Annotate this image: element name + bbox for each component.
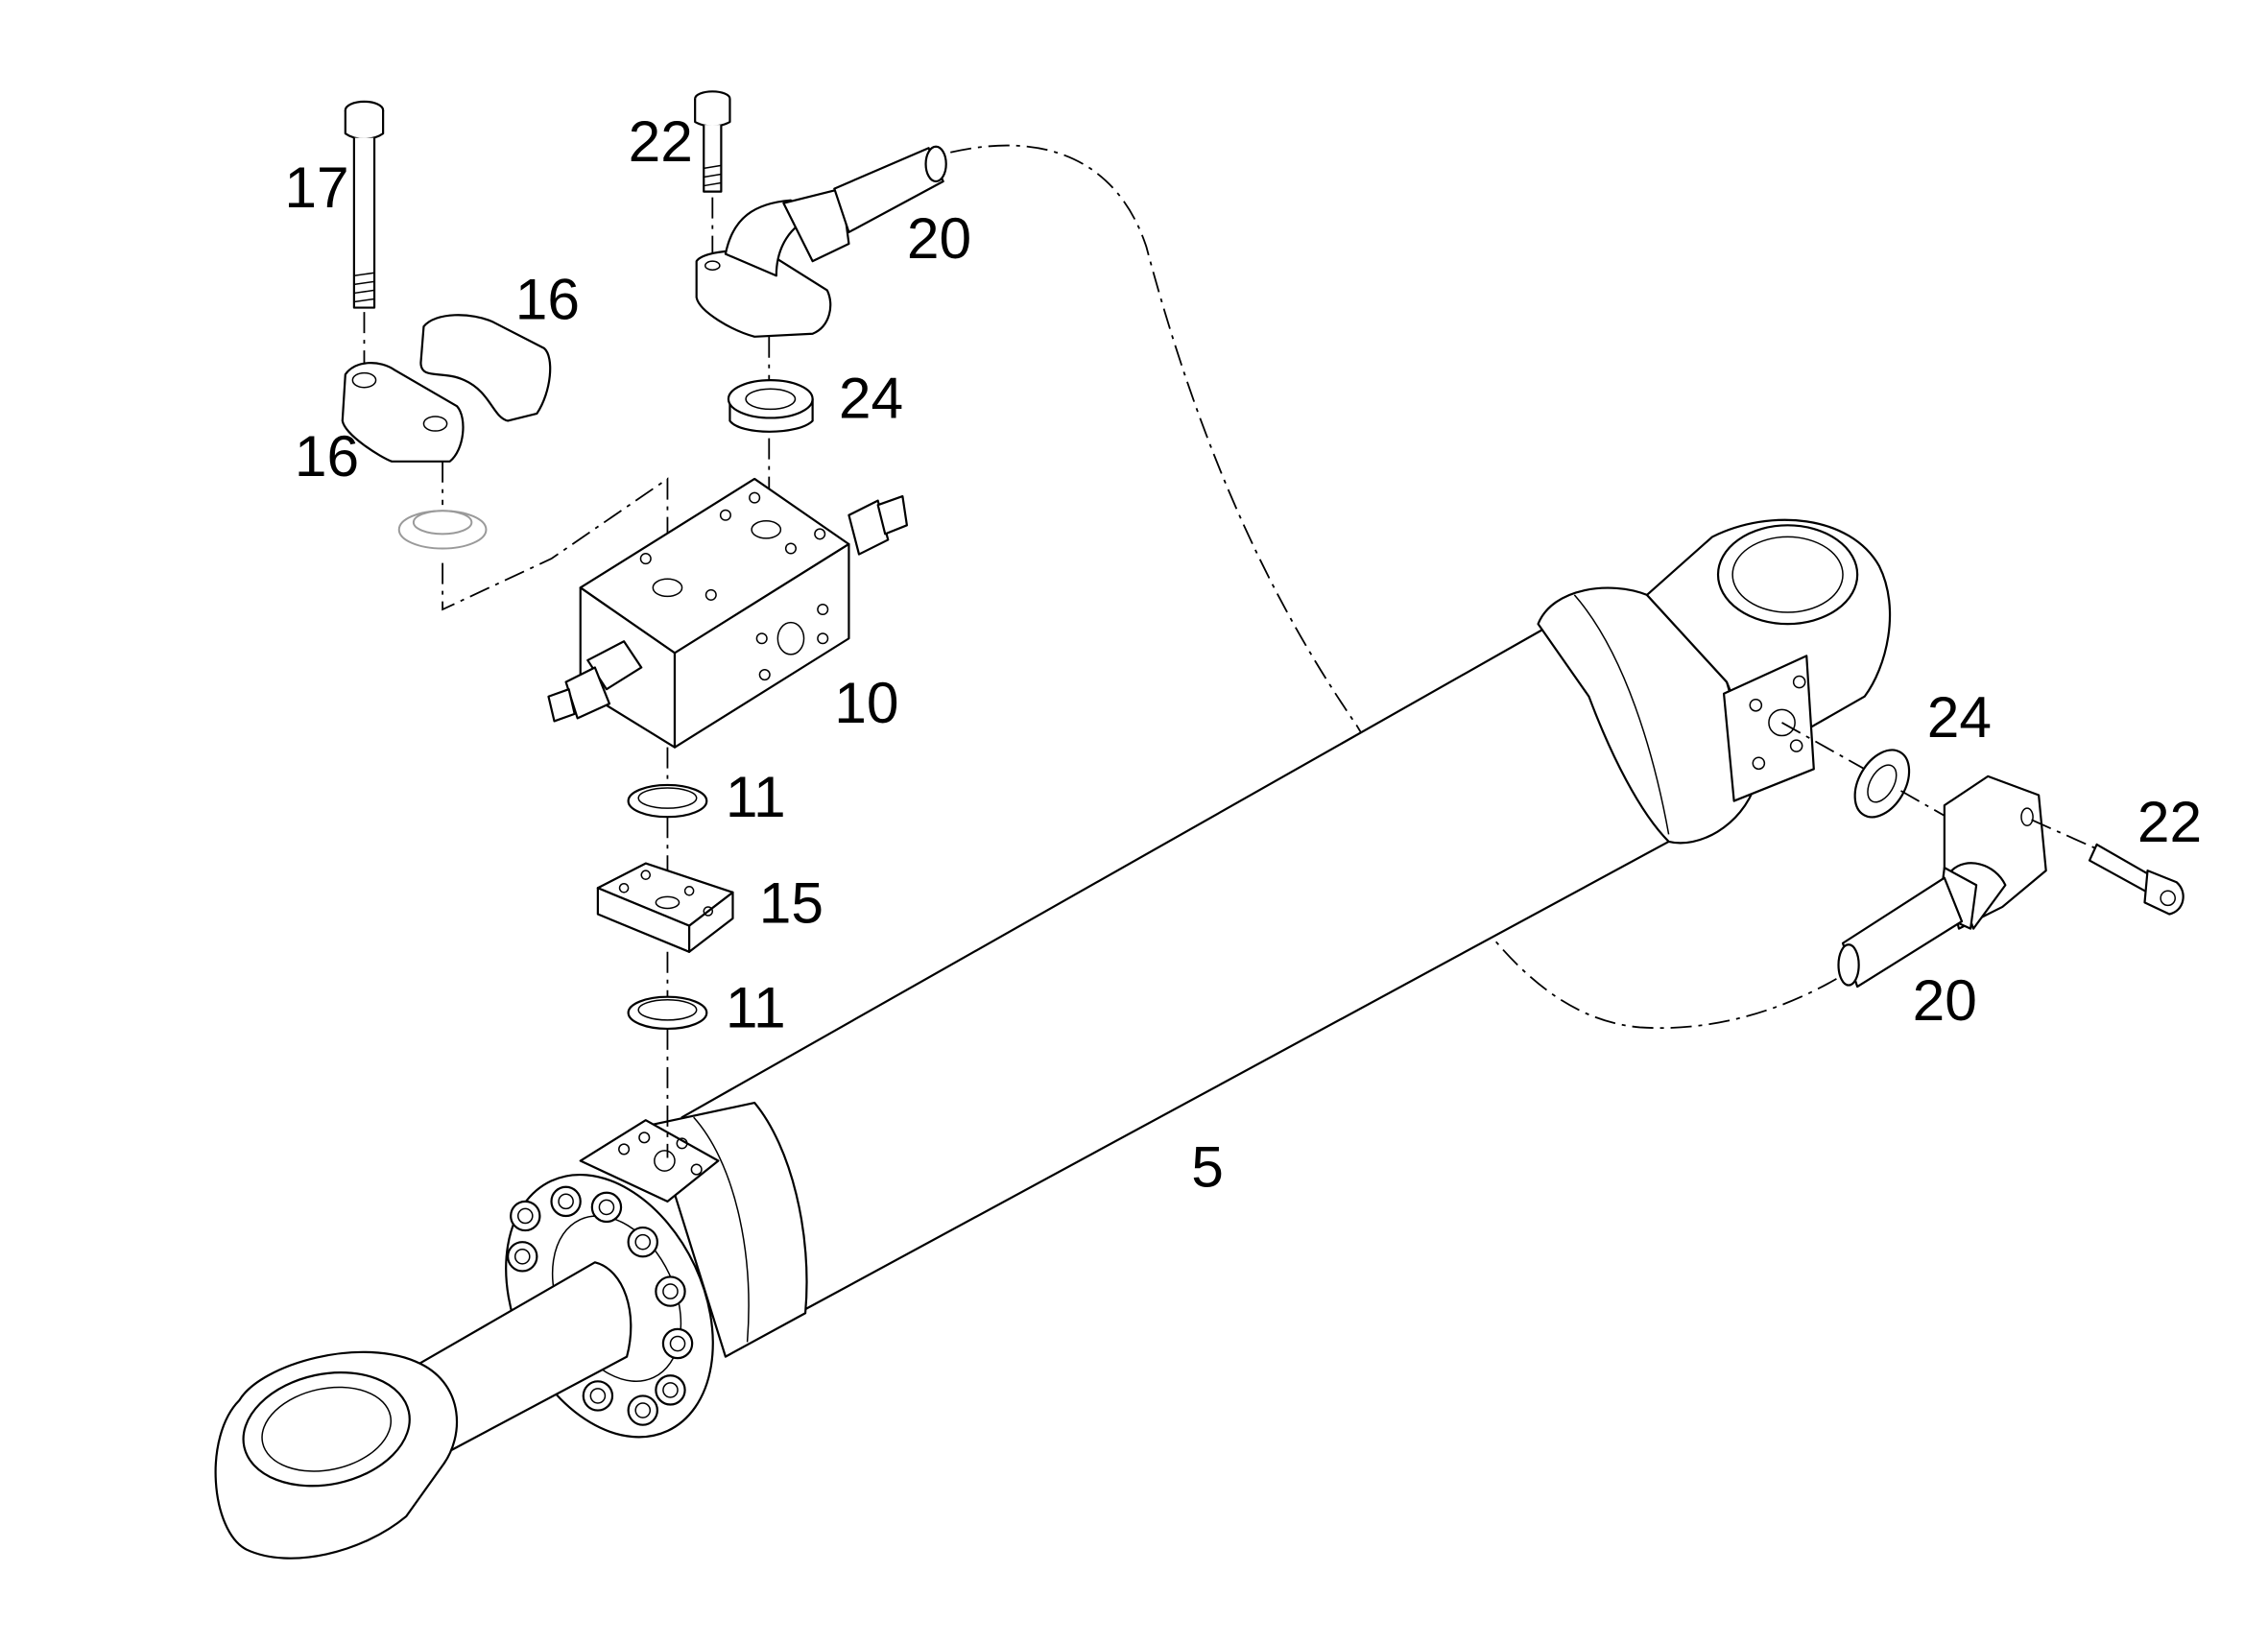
callout-17: 17	[284, 155, 348, 220]
flange-half-16-front	[343, 363, 464, 462]
cylinder-barrel	[682, 624, 1669, 1313]
callout-5: 5	[1191, 1134, 1224, 1200]
callout-24-right: 24	[1927, 684, 1992, 750]
flange-half-16-back	[420, 315, 550, 420]
callout-20-top: 20	[907, 205, 971, 271]
callout-22-right: 22	[2137, 789, 2202, 854]
rear-eye-hole	[1718, 525, 1857, 624]
callout-11-top: 11	[726, 764, 786, 829]
valve-block-10	[548, 479, 906, 748]
bolt-22-right	[2089, 845, 2184, 915]
o-ring-11-top	[629, 785, 707, 817]
seal-24-top	[728, 380, 813, 432]
elbow-fitting-20-right	[1838, 776, 2045, 987]
callout-11-bottom: 11	[726, 974, 786, 1039]
elbow-fitting-20-top	[697, 147, 946, 337]
flange-bolts	[508, 1187, 692, 1425]
o-ring-11-bottom	[629, 997, 707, 1029]
piston-rod	[406, 1262, 631, 1451]
cylinder-rear-collar	[1539, 588, 1756, 844]
callout-22-top: 22	[629, 108, 693, 174]
seal-24-right	[1844, 741, 1921, 827]
callout-24-top: 24	[839, 365, 903, 430]
bolt-17	[346, 102, 383, 308]
rear-port-face	[1724, 655, 1814, 800]
callout-16-bottom: 16	[295, 423, 359, 488]
front-eye-hole	[232, 1358, 419, 1501]
hose-routing-line	[950, 146, 1843, 1029]
front-port-face	[581, 1120, 719, 1202]
callout-16-top: 16	[515, 267, 580, 332]
bolt-22-top	[695, 91, 729, 191]
callout-20-right: 20	[1913, 967, 1977, 1033]
callout-15: 15	[759, 870, 824, 936]
hydraulic-cylinder	[216, 520, 1890, 1559]
adapter-plate-15	[598, 864, 733, 952]
callout-10: 10	[834, 670, 898, 735]
